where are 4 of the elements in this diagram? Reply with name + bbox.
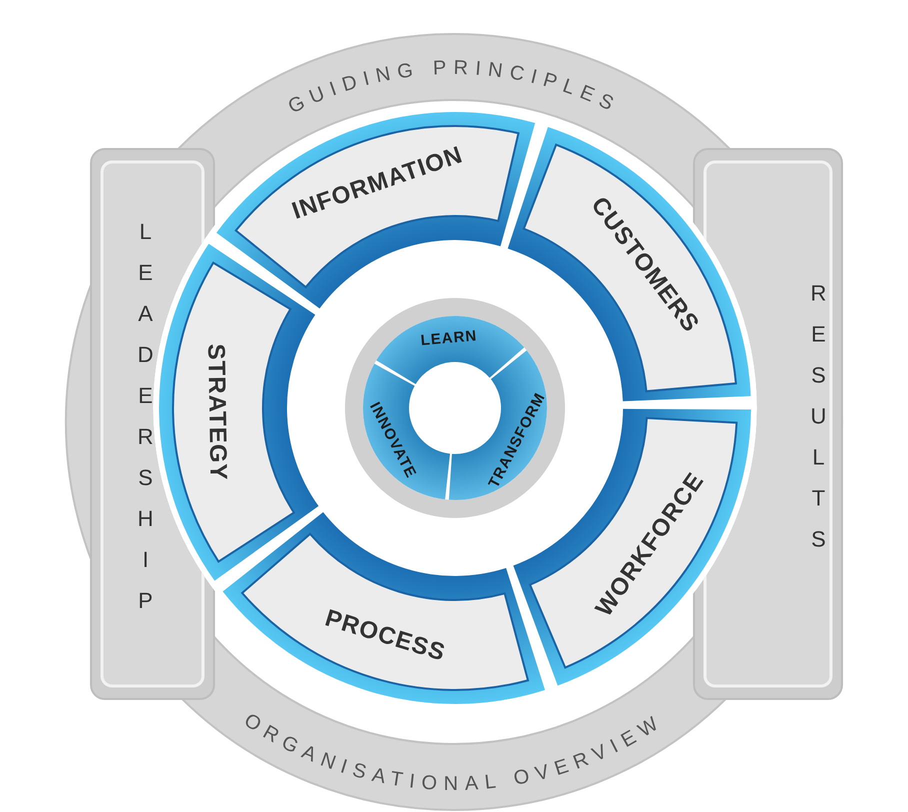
segment-label: LEARN xyxy=(420,327,478,350)
segment-label: STRATEGY xyxy=(202,344,232,481)
tab-label: LEADERSHIP xyxy=(133,219,157,629)
tab-label: RESULTS xyxy=(806,280,830,568)
